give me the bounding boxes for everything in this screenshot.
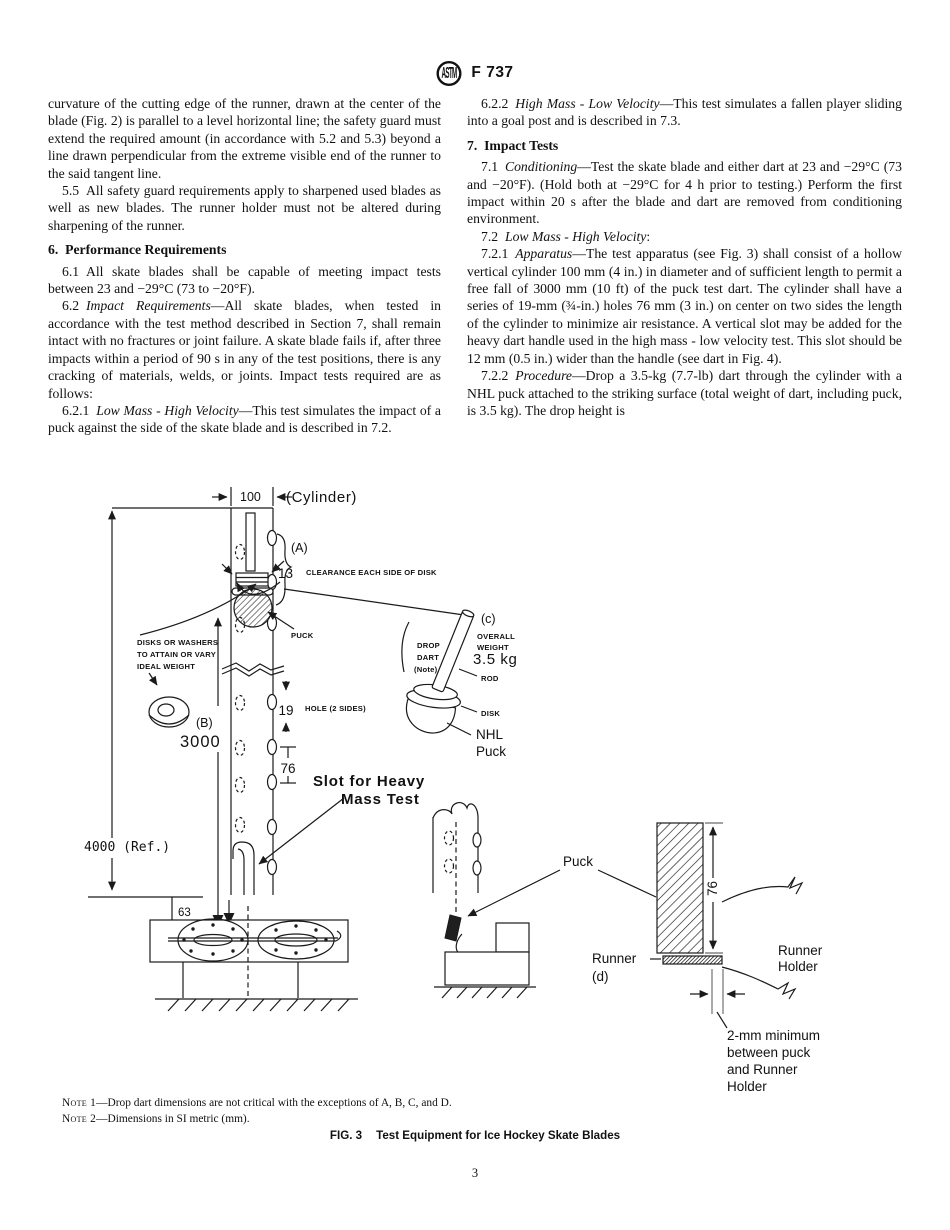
section-heading: 7. Impact Tests: [467, 137, 559, 153]
figure-note-1: Note 1—Drop dart dimensions are not crit…: [62, 1097, 902, 1110]
svg-text:ASTM: ASTM: [442, 63, 458, 81]
washer-detail: DISKS OR WASHERS TO ATTAIN OR VARY IDEAL…: [137, 583, 257, 728]
section-heading: 6. Performance Requirements: [48, 242, 227, 258]
dim-63: 63: [178, 907, 191, 919]
hole-label: HOLE (2 SIDES): [305, 704, 366, 713]
c-label: (c): [481, 612, 496, 626]
note-text: —Drop dart dimensions are not critical w…: [96, 1097, 452, 1109]
paragraph: 7.1 Conditioning—Test the skate blade an…: [467, 159, 902, 227]
figure-caption: FIG. 3 Test Equipment for Ice Hockey Skat…: [0, 1129, 950, 1142]
dim-76-left: 76: [280, 761, 295, 776]
puck-runner-detail-drawing: 76 Runner (d) Runner Holder 2-mm minimum…: [592, 822, 823, 1094]
figure-notes: Note 1—Drop dart dimensions are not crit…: [62, 1097, 902, 1129]
disks-note-line3: IDEAL WEIGHT: [137, 662, 195, 671]
dim-100: 100: [240, 490, 261, 504]
column-left: curvature of the cutting edge of the run…: [48, 95, 441, 437]
clearance-label: CLEARANCE EACH SIDE OF DISK: [306, 568, 437, 577]
puck-top-label: PUCK: [291, 631, 314, 640]
gap-note-line3: and Runner: [727, 1062, 798, 1077]
weight-value: 3.5 kg: [473, 651, 517, 668]
mini-impact-drawing: Puck: [432, 802, 657, 999]
cylinder-drawing: 100 (Cylinder): [137, 487, 465, 927]
paragraph: 7.2.1 Apparatus—The test apparatus (see …: [467, 246, 902, 366]
paragraph: 6.2.1 Low Mass - High Velocity—This test…: [48, 402, 441, 436]
slot-note-line2: Mass Test: [341, 791, 420, 808]
figure-note-2: Note 2—Dimensions in SI metric (mm).: [62, 1113, 902, 1126]
dim-13: 13: [278, 566, 293, 581]
paragraph: 6.1 All skate blades shall be capable of…: [48, 263, 441, 297]
dim-19: 19: [278, 703, 293, 718]
page-number: 3: [471, 1166, 479, 1180]
overall-height-dimension: 4000 (Ref.) 63: [84, 507, 231, 932]
a-label: (A): [291, 541, 308, 555]
runner-holder-line1: Runner: [778, 943, 823, 958]
dim-76-right: 76: [705, 881, 720, 896]
figure-number: FIG. 3: [329, 1129, 363, 1142]
note-label: Note 1: [62, 1097, 97, 1109]
overall-weight-line1: OVERALL: [477, 632, 515, 641]
runner-label: Runner: [592, 951, 637, 966]
disks-note-line2: TO ATTAIN OR VARY: [137, 650, 216, 659]
figure-3-drawing: 100 (Cylinder): [0, 482, 950, 1096]
dim-3000: 3000: [180, 733, 221, 751]
column-right: 6.2.2 High Mass - Low Velocity—This test…: [467, 95, 902, 419]
note-text: —Dimensions in SI metric (mm).: [96, 1112, 250, 1125]
gap-note-line2: between puck: [727, 1045, 811, 1060]
runner-holder-line2: Holder: [778, 959, 818, 974]
paragraph: 7.2 Low Mass - High Velocity:: [481, 228, 651, 244]
astm-logo-icon: ASTM: [436, 60, 462, 87]
puck-mid-label: Puck: [563, 854, 593, 869]
puck-section: [656, 822, 704, 954]
rod-label: ROD: [481, 674, 499, 683]
puck-small: [444, 914, 462, 942]
dim-4000: 4000 (Ref.): [84, 840, 170, 855]
paragraph: 6.2.2 High Mass - Low Velocity—This test…: [467, 96, 902, 129]
gap-note-line4: Holder: [727, 1079, 767, 1094]
doc-code: F 737: [471, 64, 514, 81]
overall-weight-line2: WEIGHT: [477, 643, 509, 652]
paragraph: curvature of the cutting edge of the run…: [48, 96, 441, 181]
gap-note-line1: 2-mm minimum: [727, 1028, 820, 1043]
nhl-puck-line1: NHL: [476, 727, 503, 742]
cylinder-label: (Cylinder): [286, 489, 357, 506]
paragraph: 5.5 All safety guard requirements apply …: [48, 183, 441, 233]
b-label: (B): [196, 716, 213, 730]
runner-d-label: (d): [592, 969, 609, 984]
drop-dart-detail-drawing: DROP DART (Note) (c) OVERALL WEIGHT 3.5 …: [401, 609, 517, 759]
nhl-puck-line2: Puck: [476, 744, 506, 759]
page-header: ASTM F 737: [0, 56, 950, 90]
runner-section: [662, 955, 723, 965]
figure-title: Test Equipment for Ice Hockey Skate Blad…: [376, 1129, 621, 1142]
dart-in-cylinder: [221, 512, 285, 628]
drop-dart-label-2: DART: [417, 653, 439, 662]
disk-label: DISK: [481, 709, 500, 718]
paragraph: 6.2 Impact Requirements—All skate blades…: [48, 298, 441, 401]
slot-note-line1: Slot for Heavy: [313, 773, 425, 790]
note-label: Note 2: [62, 1112, 97, 1125]
drop-dart-label-3: (Note): [414, 665, 438, 674]
drop-dart-label-1: DROP: [417, 641, 440, 650]
disks-note-line1: DISKS OR WASHERS: [137, 638, 218, 647]
paragraph: 7.2.2 Procedure—Drop a 3.5-kg (7.7-lb) d…: [467, 368, 902, 418]
base-anvil-drawing: [149, 906, 358, 1012]
